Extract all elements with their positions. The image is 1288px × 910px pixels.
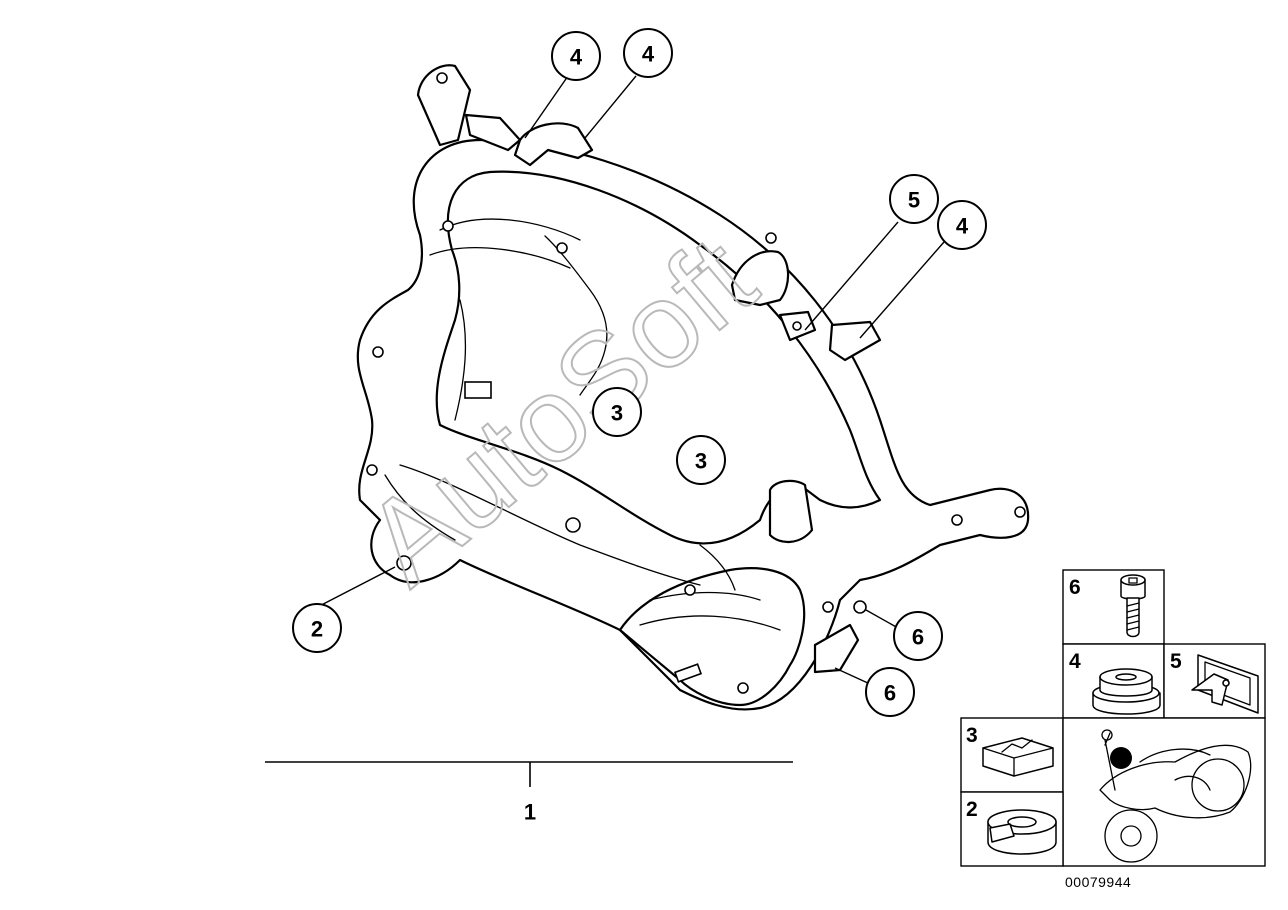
spring-clip-icon xyxy=(987,809,1057,855)
legend-cell-6-screw: 6 xyxy=(1062,569,1165,645)
callout-3-lower: 3 xyxy=(676,435,726,485)
callout-6-upper: 6 xyxy=(893,611,943,661)
legend-cell-5-clip: 5 xyxy=(1163,643,1266,719)
legend-cell-number: 5 xyxy=(1170,650,1182,673)
leader-lines xyxy=(301,75,945,685)
legend-cell-3-pad: 3 xyxy=(960,717,1064,793)
rubber-grommet-icon xyxy=(1092,668,1161,715)
callout-label: 6 xyxy=(884,681,896,706)
callout-label: 3 xyxy=(695,449,707,474)
callout-label: 5 xyxy=(908,188,920,213)
assembly-bracket: 1 xyxy=(265,761,793,825)
legend-cell-4-grommet: 4 xyxy=(1062,643,1165,719)
motorcycle-locator-icon xyxy=(1099,729,1252,863)
callout-label: 4 xyxy=(570,45,583,70)
legend-cell-number: 3 xyxy=(966,724,978,747)
assembly-number: 1 xyxy=(524,800,536,825)
clip-nut-icon xyxy=(1191,654,1259,714)
legend-cell-number: 6 xyxy=(1069,576,1081,599)
legend-cell-number: 2 xyxy=(966,798,978,821)
callout-6-lower: 6 xyxy=(865,667,915,717)
callout-2: 2 xyxy=(292,603,342,653)
screw-icon xyxy=(1120,574,1146,638)
callout-label: 2 xyxy=(311,617,323,642)
legend-cell-2-spring-clip: 2 xyxy=(960,791,1064,867)
legend-locator xyxy=(1062,717,1266,867)
callout-4-right: 4 xyxy=(937,200,987,250)
callout-5: 5 xyxy=(889,174,939,224)
callout-label: 3 xyxy=(611,401,623,426)
legend-grid: 6 4 5 xyxy=(960,569,1266,867)
diagram-code: 00079944 xyxy=(1065,874,1131,890)
callout-4-top-left: 4 xyxy=(551,31,601,81)
rubber-pad-icon xyxy=(982,737,1054,777)
callout-label: 4 xyxy=(956,214,969,239)
callout-label: 6 xyxy=(912,625,924,650)
callout-label: 4 xyxy=(642,42,655,67)
locator-marker xyxy=(1110,747,1132,769)
front-frame-part xyxy=(356,64,1030,711)
legend-cell-number: 4 xyxy=(1069,650,1081,673)
callout-3-upper: 3 xyxy=(592,387,642,437)
callout-4-top-right: 4 xyxy=(623,28,673,78)
